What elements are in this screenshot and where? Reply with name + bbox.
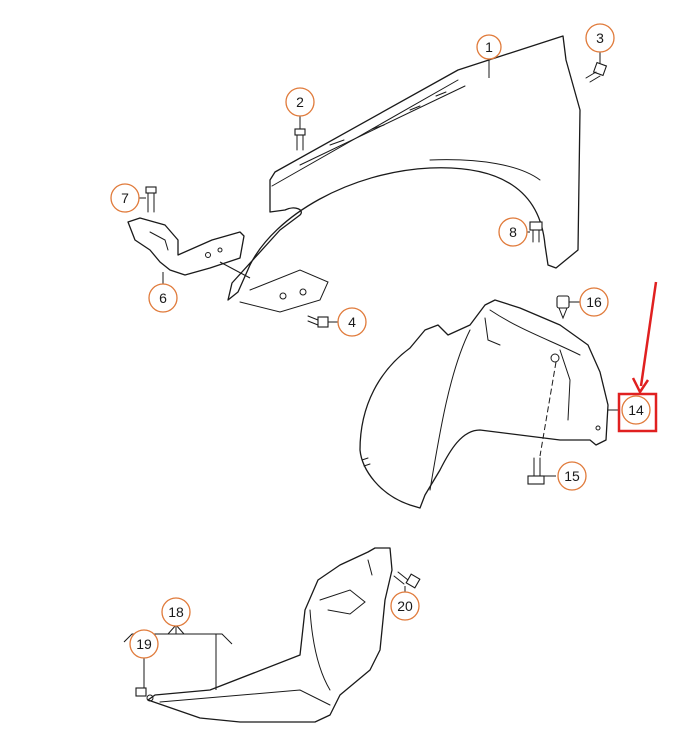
callout-1: 1 xyxy=(476,34,502,60)
highlight-arrow-shaft xyxy=(639,281,658,387)
bracket-part[interactable] xyxy=(127,217,245,276)
svg-text:2: 2 xyxy=(296,94,304,110)
bolt-2[interactable] xyxy=(294,128,306,151)
clip-16[interactable] xyxy=(556,295,570,320)
svg-text:16: 16 xyxy=(586,294,602,310)
svg-text:4: 4 xyxy=(348,314,356,330)
callout-14: 14 xyxy=(621,395,651,425)
callout-15: 15 xyxy=(557,461,587,491)
underbody-shield-part[interactable] xyxy=(146,547,393,723)
svg-text:14: 14 xyxy=(628,402,644,418)
callout-20: 20 xyxy=(390,591,420,621)
svg-text:7: 7 xyxy=(121,190,129,206)
callout-19: 19 xyxy=(129,629,159,659)
svg-text:8: 8 xyxy=(509,224,517,240)
bolt-20[interactable] xyxy=(393,571,421,589)
leader-bracket-fender xyxy=(219,261,251,279)
svg-text:1: 1 xyxy=(485,39,493,55)
axis-15 xyxy=(539,361,557,457)
bolt-8[interactable] xyxy=(529,221,543,243)
callout-8: 8 xyxy=(498,217,528,247)
svg-text:6: 6 xyxy=(159,290,167,306)
callout-7: 7 xyxy=(110,183,140,213)
fender-part[interactable] xyxy=(227,35,581,313)
svg-text:3: 3 xyxy=(596,30,604,46)
bolt-4[interactable] xyxy=(307,315,329,328)
svg-text:20: 20 xyxy=(397,598,413,614)
bolt-7[interactable] xyxy=(145,186,157,213)
callout-16: 16 xyxy=(579,287,609,317)
callout-6: 6 xyxy=(148,283,178,313)
svg-text:18: 18 xyxy=(168,604,184,620)
callout-2: 2 xyxy=(285,87,315,117)
callout-3: 3 xyxy=(585,23,615,53)
wheel-liner-part[interactable] xyxy=(359,299,609,509)
clip-19[interactable] xyxy=(135,687,147,697)
highlight-14 xyxy=(617,281,658,433)
svg-text:19: 19 xyxy=(136,636,152,652)
callout-18: 18 xyxy=(161,597,191,627)
bolt-3[interactable] xyxy=(585,61,608,83)
highlight-arrow-head xyxy=(631,377,650,395)
svg-text:15: 15 xyxy=(564,468,580,484)
bolt-15[interactable] xyxy=(527,457,545,485)
callout-4: 4 xyxy=(337,307,367,337)
